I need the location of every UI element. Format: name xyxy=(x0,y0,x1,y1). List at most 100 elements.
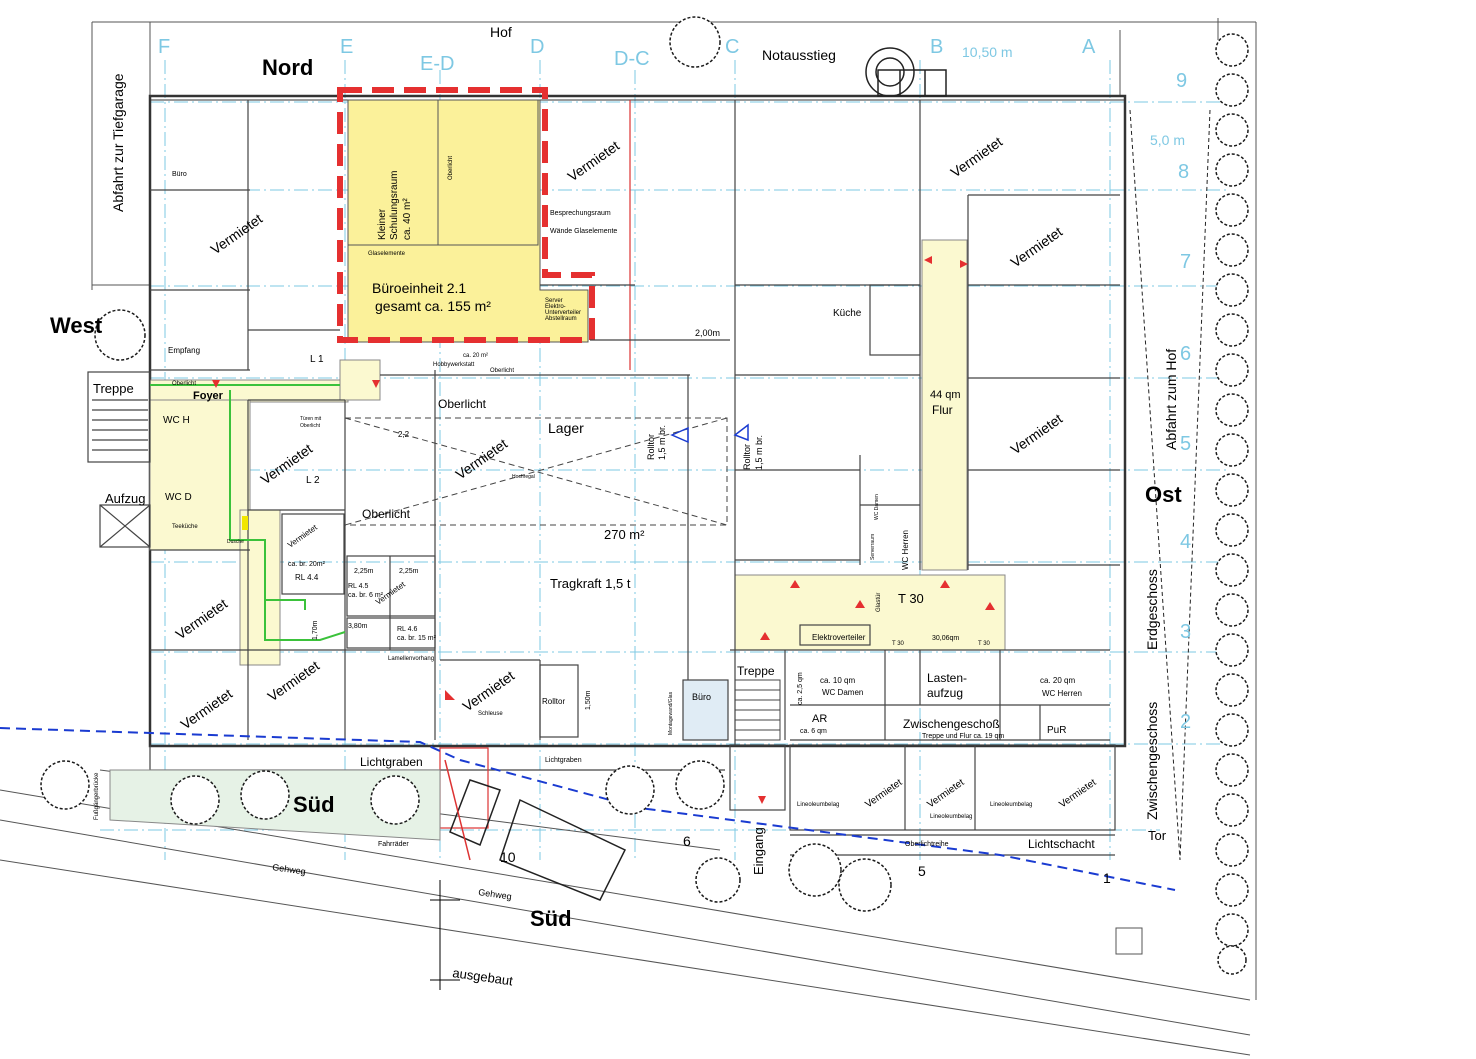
room-rolltor-3: Rolltor xyxy=(542,697,565,706)
room-vermietet-1: Vermietet xyxy=(208,210,266,257)
room-wc-d: WC D xyxy=(165,492,192,503)
room-flur-area: 44 qm xyxy=(930,389,961,401)
label-lichtschacht: Lichtschacht xyxy=(1028,837,1095,851)
compass-south: Süd xyxy=(293,792,335,817)
label-gehweg-1: Gehweg xyxy=(272,862,307,877)
room-empfang: Empfang xyxy=(168,346,200,355)
highlight-title: Büroeinheit 2.1 xyxy=(372,280,466,296)
room-teekueche: Teeküche xyxy=(172,524,198,530)
property-line xyxy=(0,727,1176,891)
room-l1: L 1 xyxy=(310,354,324,365)
yellow-marker xyxy=(242,516,248,530)
room-dim-225b: 2,25m xyxy=(399,568,419,575)
grid-col-c: C xyxy=(725,36,739,58)
room-buero: Büro xyxy=(172,171,187,178)
west-annex xyxy=(87,371,151,548)
room-zwischen: Zwischengeschoß xyxy=(903,717,1000,731)
label-bruecke: Fußgängerbrücke xyxy=(94,772,100,820)
stairs-east xyxy=(734,679,781,741)
room-vermietet-14: Vermietet xyxy=(863,777,904,810)
room-wc-herren-small: WC Herren xyxy=(901,530,910,570)
room-elektroverteiler: Elektroverteiler xyxy=(812,633,866,642)
room-rolltor-2: Rolltor xyxy=(742,444,752,470)
room-rl46-flaeche: ca. br. 15 m² xyxy=(397,635,437,642)
outer-frame xyxy=(91,18,1257,1000)
room-vermietet-12: Vermietet xyxy=(286,522,319,549)
room-oberlicht-center: Oberlicht xyxy=(490,368,514,374)
highlight-abstellraum: Abstellraum xyxy=(545,316,577,322)
lager-x xyxy=(344,417,728,526)
room-rolltor-1: Rolltor xyxy=(646,434,656,460)
number-10: 10 xyxy=(500,849,516,865)
highlight-glaselemente: Glaselemente xyxy=(368,251,406,257)
compass-east: Ost xyxy=(1145,482,1182,507)
label-fahrraeder: Fahrräder xyxy=(378,841,409,848)
room-oberlicht-foyer: Oberlicht xyxy=(172,381,196,387)
fire-markers xyxy=(212,256,995,804)
highlight-fill xyxy=(347,99,589,343)
room-treppe-2: Treppe xyxy=(737,664,775,678)
grid-row-8: 8 xyxy=(1178,161,1189,183)
label-erdgeschoss: Erdgeschoss xyxy=(1144,569,1160,650)
highlight-oberlicht: Oberlicht xyxy=(448,156,454,180)
room-t30-small-1: T 30 xyxy=(892,641,905,647)
room-wc-h: WC H xyxy=(163,415,190,426)
room-vermietet-5: Vermietet xyxy=(1008,410,1066,457)
highlight-flaeche: ca. 40 m² xyxy=(402,198,413,240)
room-lager: Lager xyxy=(548,420,584,436)
room-schleuse: Schleuse xyxy=(478,711,503,717)
room-rl45-flaeche: ca. br. 6 m² xyxy=(348,592,384,599)
room-rl45: RL 4.5 xyxy=(348,583,368,590)
label-hof: Hof xyxy=(490,24,512,40)
room-flaeche-3006: 30,06qm xyxy=(932,635,959,642)
room-oberlicht-lower: Oberlicht xyxy=(362,507,411,521)
highlight-total: gesamt ca. 155 m² xyxy=(375,298,491,314)
room-hochregal: Hochregal xyxy=(512,474,535,480)
room-serverraum: Serverraum xyxy=(870,534,876,560)
compass-north: Nord xyxy=(262,55,313,80)
room-ca20: ca. 20 m² xyxy=(463,353,488,359)
room-rl44: RL 4.4 xyxy=(295,573,319,582)
room-lasten-2: aufzug xyxy=(927,686,963,700)
room-wc-herren: WC Herren xyxy=(1042,689,1082,698)
number-6: 6 xyxy=(683,833,691,849)
room-lamellen: Lamellenvorhang xyxy=(388,656,434,662)
room-t30-small-2: T 30 xyxy=(978,641,991,647)
room-lino-2: Lineoleumbelag xyxy=(930,814,972,820)
rental-unit-border xyxy=(337,87,595,343)
room-besprechung: Besprechungsraum xyxy=(550,210,611,217)
grid-col-d: D xyxy=(530,36,544,58)
room-vermietet-2: Vermietet xyxy=(565,137,623,184)
compass-west: West xyxy=(50,313,103,338)
grid-row-9: 9 xyxy=(1176,70,1187,92)
highlight-schulungsraum: Schulungsraum xyxy=(389,171,400,240)
room-pur: PuR xyxy=(1047,725,1066,736)
highlight-kleiner: Kleiner xyxy=(377,208,388,240)
notausstieg-stair xyxy=(865,47,947,97)
grid-col-e: E xyxy=(340,36,353,58)
label-lichtgraben-2: Lichtgraben xyxy=(545,757,582,764)
room-dim-170: 1,70m xyxy=(312,620,319,640)
room-waende: Wände Glaselemente xyxy=(550,228,617,235)
label-eingang: Eingang xyxy=(751,827,766,875)
label-abfahrt-hof: Abfahrt zum Hof xyxy=(1163,349,1179,450)
entrance-ramp xyxy=(444,759,627,901)
room-treppe: Treppe xyxy=(93,381,134,396)
dim-height: 5,0 m xyxy=(1150,132,1185,148)
dim-width: 10,50 m xyxy=(962,44,1013,60)
room-vermietet-7: Vermietet xyxy=(453,435,511,482)
room-t30: T 30 xyxy=(898,591,924,606)
grid-row-2: 2 xyxy=(1180,711,1191,733)
interior-walls xyxy=(149,100,1120,856)
grid-row-3: 3 xyxy=(1180,621,1191,643)
grid-col-a: A xyxy=(1082,36,1096,58)
room-dusche: Dusche xyxy=(227,539,244,545)
room-vermietet-8: Vermietet xyxy=(173,595,231,642)
room-dim-22: 2,2 xyxy=(398,430,410,439)
room-buero-small: Büro xyxy=(692,692,711,702)
room-ar: AR xyxy=(812,713,827,725)
room-vermietet-11: Vermietet xyxy=(460,667,518,714)
room-vermietet-15: Vermietet xyxy=(925,777,966,810)
room-wc-damen-area: ca. 10 qm xyxy=(820,676,855,685)
